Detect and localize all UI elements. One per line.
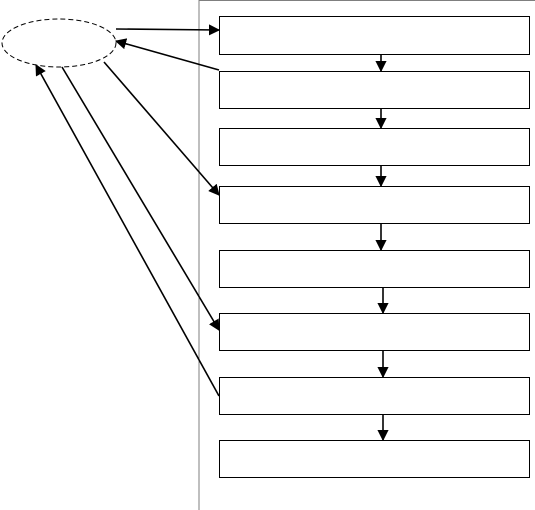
step-7 [219, 377, 530, 415]
step-1 [219, 16, 530, 55]
hub-node [1, 18, 117, 68]
step-box [219, 71, 530, 109]
link-arrow-hub-to-step-1 [115, 24, 221, 36]
step-box [219, 313, 530, 351]
step-box [219, 186, 530, 224]
step-box [219, 377, 530, 415]
step-box [219, 440, 530, 478]
step-box [219, 16, 530, 55]
link-arrow-hub-to-step-4 [103, 61, 220, 196]
step-3 [219, 128, 530, 166]
link-arrow-hub-to-step-6 [61, 66, 220, 331]
step-box [219, 128, 530, 166]
hub-ellipse [1, 18, 117, 68]
step-box [219, 250, 530, 288]
link-arrow-step-7-to-hub [35, 64, 220, 397]
step-8 [219, 440, 530, 478]
step-2 [219, 71, 530, 109]
link-arrow-step-2-to-hub [114, 38, 220, 71]
step-6 [219, 313, 530, 351]
step-5 [219, 250, 530, 288]
step-4 [219, 186, 530, 224]
